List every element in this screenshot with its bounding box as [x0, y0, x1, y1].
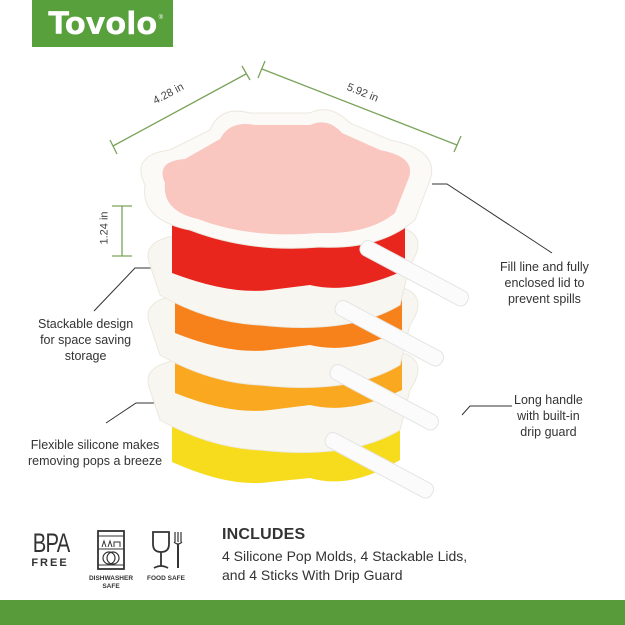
logo-text: Tovolo — [48, 5, 157, 42]
trademark-mark: ® — [158, 15, 163, 21]
stick-3 — [329, 363, 439, 431]
includes-title: INCLUDES — [222, 526, 306, 543]
includes-description: 4 Silicone Pop Molds, 4 Stackable Lids, … — [222, 548, 468, 583]
stick-4 — [324, 431, 434, 499]
callout-silicone: Flexible silicone makes removing pops a … — [28, 438, 163, 468]
footer-bar — [0, 600, 625, 625]
dimension-height-label: 1.24 in — [98, 211, 111, 245]
dishwasher-icon — [97, 530, 125, 570]
stick-1 — [359, 239, 469, 307]
tovolo-logo: Tovolo ® — [32, 0, 173, 47]
lid-top — [140, 109, 432, 249]
callout-handle: Long handle with built-in drip guard — [514, 393, 583, 439]
dimension-lines — [109, 60, 462, 257]
food-safe-badge: FOOD SAFE — [146, 530, 186, 583]
dishwasher-safe-badge: DISHWASHER SAFE — [86, 530, 136, 591]
bpa-free-badge: BPA FREE — [31, 528, 70, 570]
callout-stack: Stackable design for space saving storag… — [38, 317, 134, 363]
callout-lid: Fill line and fully enclosed lid to prev… — [500, 260, 589, 306]
includes-section: INCLUDES 4 Silicone Pop Molds, 4 Stackab… — [222, 526, 467, 585]
stick-2 — [334, 299, 444, 367]
glass-fork-icon — [152, 531, 183, 569]
